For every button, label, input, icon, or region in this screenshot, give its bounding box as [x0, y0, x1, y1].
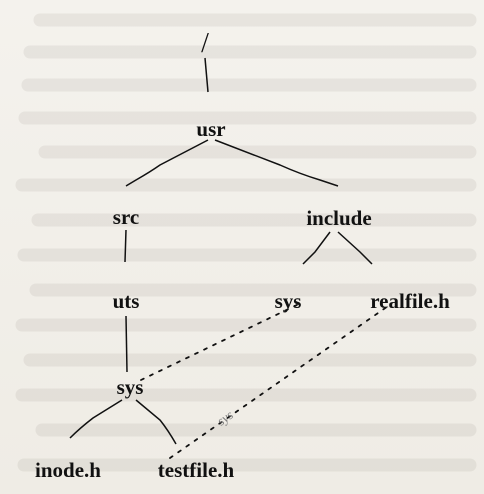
node-uts: uts	[113, 289, 140, 313]
dotted-edge-label: sys	[214, 407, 236, 428]
solid-edges	[69, 57, 373, 445]
edge-root-to-usr	[204, 57, 209, 93]
edge-include-to-sys	[302, 231, 331, 265]
node-usr: usr	[196, 117, 225, 141]
node-root: /	[201, 28, 209, 59]
background-text-bands	[15, 13, 477, 472]
dotted-links	[140, 301, 392, 459]
edge-usr-to-src	[125, 139, 209, 187]
node-sys-include: sys	[275, 289, 302, 313]
edge-include-to-realfile	[337, 231, 373, 265]
node-testfile-h: testfile.h	[158, 458, 235, 482]
edge-sys-to-testfile	[135, 399, 177, 445]
node-include: include	[306, 206, 371, 230]
node-inode-h: inode.h	[35, 458, 101, 482]
node-realfile-h: realfile.h	[370, 289, 450, 313]
edge-sys-to-inode	[69, 399, 123, 439]
edge-src-to-uts	[124, 229, 127, 263]
node-sys-src: sys	[117, 375, 144, 399]
edge-usr-to-include	[214, 139, 339, 187]
link-sys-to-include-sys	[140, 301, 304, 381]
edge-uts-to-sys	[125, 315, 128, 373]
node-src: src	[113, 205, 139, 229]
